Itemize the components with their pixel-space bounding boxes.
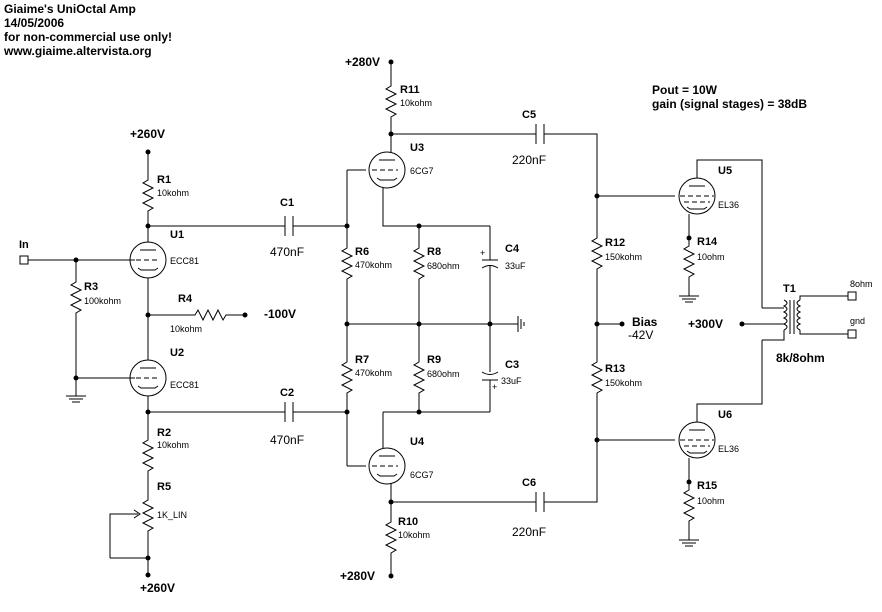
website: www.giaime.altervista.org <box>3 44 152 58</box>
t1-ratio: 8k/8ohm <box>776 351 825 365</box>
r5-ref: R5 <box>157 481 171 493</box>
u2-ref: U2 <box>170 347 184 359</box>
r3-ref: R3 <box>84 281 98 293</box>
r11-value: 10kohm <box>400 98 432 108</box>
r4-value: 10kohm <box>170 324 202 334</box>
rail-plus260-bottom: +260V <box>140 581 175 595</box>
r4-ref: R4 <box>178 293 193 305</box>
gain-spec: gain (signal stages) = 38dB <box>652 97 807 111</box>
r14-ref: R14 <box>697 236 718 248</box>
u3-ref: U3 <box>410 142 424 154</box>
c1-ref: C1 <box>280 197 294 209</box>
c3-ref: C3 <box>505 359 519 371</box>
r9-value: 680ohm <box>427 369 460 379</box>
c6-ref: C6 <box>522 477 536 489</box>
u4-ref: U4 <box>410 436 425 448</box>
input-terminal: In <box>19 239 29 265</box>
r5-value: 1K_LIN <box>157 510 187 520</box>
u4-type: 6CG7 <box>410 470 434 480</box>
tube-u3: U3 6CG7 <box>368 142 434 189</box>
r6-value: 470kohm <box>355 260 392 270</box>
u3-type: 6CG7 <box>410 166 434 176</box>
r1-ref: R1 <box>157 174 171 186</box>
r1-value: 10kohm <box>157 188 189 198</box>
c1-value: 470nF <box>270 245 304 259</box>
tube-u1: U1 ECC81 <box>129 229 199 279</box>
r15-ref: R15 <box>697 480 717 492</box>
tube-u6: U6 EL36 <box>678 409 739 459</box>
c6-value: 220nF <box>512 525 546 539</box>
bias-value: -42V <box>628 328 653 342</box>
u6-type: EL36 <box>718 444 739 454</box>
tube-u5: U5 EL36 <box>678 165 739 215</box>
header: Giaime's UniOctal Amp 14/05/2006 for non… <box>3 2 172 58</box>
r8-value: 680ohm <box>427 261 460 271</box>
power-spec: Pout = 10W <box>652 83 718 97</box>
bias-label: Bias <box>632 315 658 329</box>
r7-ref: R7 <box>355 354 369 366</box>
specs: Pout = 10W gain (signal stages) = 38dB <box>652 83 807 111</box>
c4-value: 33uF <box>505 261 526 271</box>
r6-ref: R6 <box>355 246 369 258</box>
r15-value: 10ohm <box>697 496 725 506</box>
c4-polarity: + <box>480 248 485 258</box>
rail-plus260-top: +260V <box>130 127 165 141</box>
c2-ref: C2 <box>280 387 294 399</box>
r11-ref: R11 <box>400 84 420 96</box>
r10-value: 10kohm <box>398 530 430 540</box>
r12-ref: R12 <box>605 237 625 249</box>
rail-plus300: +300V <box>688 317 723 331</box>
rail-minus100: -100V <box>264 307 296 321</box>
r2-ref: R2 <box>157 427 171 439</box>
c4-ref: C4 <box>505 243 520 255</box>
out-gnd-label: gnd <box>850 316 865 326</box>
u1-type: ECC81 <box>170 256 199 266</box>
rail-plus280-bottom: +280V <box>340 569 375 583</box>
r13-value: 150kohm <box>605 378 642 388</box>
c3-value: 33uF <box>501 376 522 386</box>
rail-plus280-top: +280V <box>345 55 380 69</box>
r9-ref: R9 <box>427 354 441 366</box>
u1-ref: U1 <box>170 229 184 241</box>
c5-value: 220nF <box>512 153 546 167</box>
r12-value: 150kohm <box>605 252 642 262</box>
tube-u2: U2 ECC81 <box>129 347 199 397</box>
ground-symbol <box>66 395 86 403</box>
license-note: for non-commercial use only! <box>4 30 172 44</box>
output-transformer: +300V T1 8k/8ohm <box>688 283 848 365</box>
t1-ref: T1 <box>783 283 796 295</box>
tube-u4: U4 6CG7 <box>368 436 434 485</box>
r3-value: 100kohm <box>84 296 121 306</box>
r2-value: 10kohm <box>157 440 189 450</box>
out-8ohm-label: 8ohm <box>850 279 873 289</box>
output-terminals: 8ohm gnd <box>847 279 873 339</box>
r7-value: 470kohm <box>355 368 392 378</box>
r14-value: 10ohm <box>697 252 725 262</box>
c3-polarity: + <box>492 382 497 392</box>
ground-symbol-center <box>517 316 525 332</box>
c5-ref: C5 <box>522 109 536 121</box>
r10-ref: R10 <box>398 516 418 528</box>
title: Giaime's UniOctal Amp <box>4 2 136 16</box>
u6-ref: U6 <box>718 409 732 421</box>
c2-value: 470nF <box>270 433 304 447</box>
u2-type: ECC81 <box>170 380 199 390</box>
r13-ref: R13 <box>605 363 625 375</box>
date: 14/05/2006 <box>4 16 64 30</box>
input-label: In <box>19 239 29 251</box>
u5-ref: U5 <box>718 165 732 177</box>
r8-ref: R8 <box>427 246 441 258</box>
u5-type: EL36 <box>718 200 739 210</box>
